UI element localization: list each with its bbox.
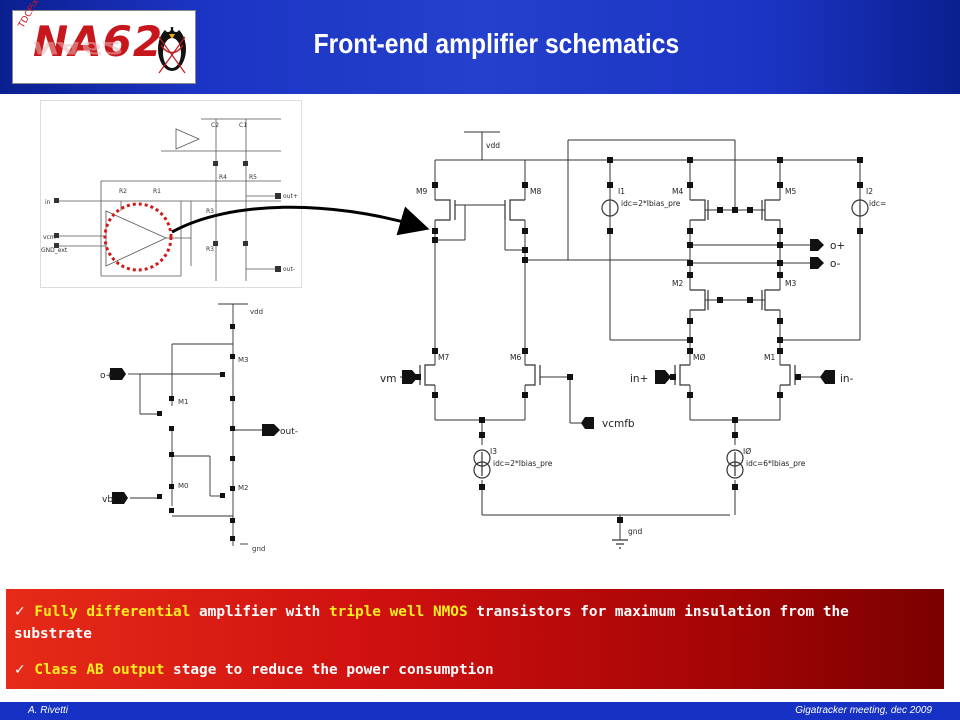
main-gnd: gnd [628, 527, 643, 536]
na62-logo: TDCPix NA62 NA62 [12, 0, 196, 84]
main-m9: M9 [416, 187, 427, 196]
label-vcm: vcm [43, 234, 56, 241]
bullet-1: ✓ Fully differential amplifier with trip… [14, 601, 934, 645]
preamp-schematic-panel: C2 C1 R2 R1 R4 R5 R3 R3 out+ out- in vcm… [40, 100, 302, 288]
bullet-1-text-b: transistors for maximum insulation from … [14, 604, 849, 642]
check-icon: ✓ [14, 604, 26, 620]
main-m4: M4 [672, 187, 683, 196]
main-m6: M6 [510, 353, 521, 362]
preamp-schematic: C2 C1 R2 R1 R4 R5 R3 R3 out+ out- in vcm… [41, 118, 298, 281]
highlight-circle [103, 202, 173, 272]
output-stage-schematic: vdd gnd M3 M1 M0 M2 o+ vb out- [100, 303, 298, 553]
page-title: Front-end amplifier schematics [313, 28, 680, 59]
bullet-1-highlight-b: triple well NMOS [328, 604, 468, 620]
main-m1: M1 [764, 353, 775, 362]
zoom-arrow [171, 205, 430, 236]
os-vb: vb [102, 495, 113, 505]
main-i0: IØ [743, 447, 751, 456]
footer-bar: A. Rivetti Gigatracker meeting, dec 2009 [0, 702, 960, 720]
main-vm: vm [380, 373, 396, 385]
main-inplus: in+ [630, 373, 648, 385]
main-i2-val: idc= [869, 199, 886, 208]
os-gnd: gnd [252, 545, 265, 553]
footer-author: A. Rivetti [28, 705, 69, 716]
os-m2: M2 [238, 484, 249, 492]
logo-text: NA62 [33, 17, 164, 66]
label-r4: R4 [219, 174, 227, 181]
label-r2: R2 [119, 188, 127, 195]
main-m7: M7 [438, 353, 449, 362]
label-r1: R1 [153, 188, 161, 195]
os-outminus: out- [280, 427, 298, 437]
label-c2: C2 [211, 122, 219, 129]
header-bar: TDCPix NA62 NA62 Front-end amplifier sch… [0, 0, 960, 94]
os-m3: M3 [238, 356, 249, 364]
main-m0: MØ [693, 353, 705, 362]
main-amplifier-schematic: vdd gnd M9 M8 M7 M6 M4 M5 M2 M3 MØ M1 I1… [380, 131, 886, 549]
os-oplus: o+ [100, 371, 113, 381]
label-in: in [45, 199, 51, 206]
label-r3b: R3 [206, 246, 214, 253]
label-gndext: GND_ext [41, 247, 68, 254]
main-i3-val: idc=2*Ibias_pre [493, 459, 553, 468]
label-c1: C1 [239, 122, 247, 129]
os-vdd: vdd [250, 308, 263, 316]
main-vdd: vdd [486, 141, 500, 150]
bullet-1-text-a: amplifier with [190, 604, 329, 620]
label-r3a: R3 [206, 208, 214, 215]
main-vcmfb: vcmfb [602, 418, 635, 430]
penguin-icon [158, 26, 186, 74]
bullet-box: ✓ Fully differential amplifier with trip… [6, 589, 944, 689]
main-i3: I3 [490, 447, 497, 456]
main-ominus: o- [830, 258, 841, 270]
os-m0: M0 [178, 482, 189, 490]
main-m2: M2 [672, 279, 683, 288]
bullet-2-text: stage to reduce the power consumption [164, 662, 494, 678]
main-i1-val: idc=2*Ibias_pre [621, 199, 681, 208]
label-outplus: out+ [283, 193, 298, 200]
main-oplus: o+ [830, 240, 845, 252]
bullet-2-highlight: Class AB output [34, 662, 165, 678]
main-i2: I2 [866, 187, 873, 196]
check-icon: ✓ [14, 662, 26, 678]
label-r5: R5 [249, 174, 257, 181]
main-inminus: in- [840, 373, 854, 385]
footer-event: Gigatracker meeting, dec 2009 [795, 705, 932, 716]
main-i1: I1 [618, 187, 625, 196]
label-outminus: out- [283, 266, 295, 273]
main-i0-val: idc=6*Ibias_pre [746, 459, 806, 468]
main-m8: M8 [530, 187, 541, 196]
bullet-1-highlight-a: Fully differential [34, 604, 191, 620]
main-m5: M5 [785, 187, 796, 196]
main-m3: M3 [785, 279, 796, 288]
os-m1: M1 [178, 398, 189, 406]
bullet-2: ✓ Class AB output stage to reduce the po… [14, 659, 934, 681]
